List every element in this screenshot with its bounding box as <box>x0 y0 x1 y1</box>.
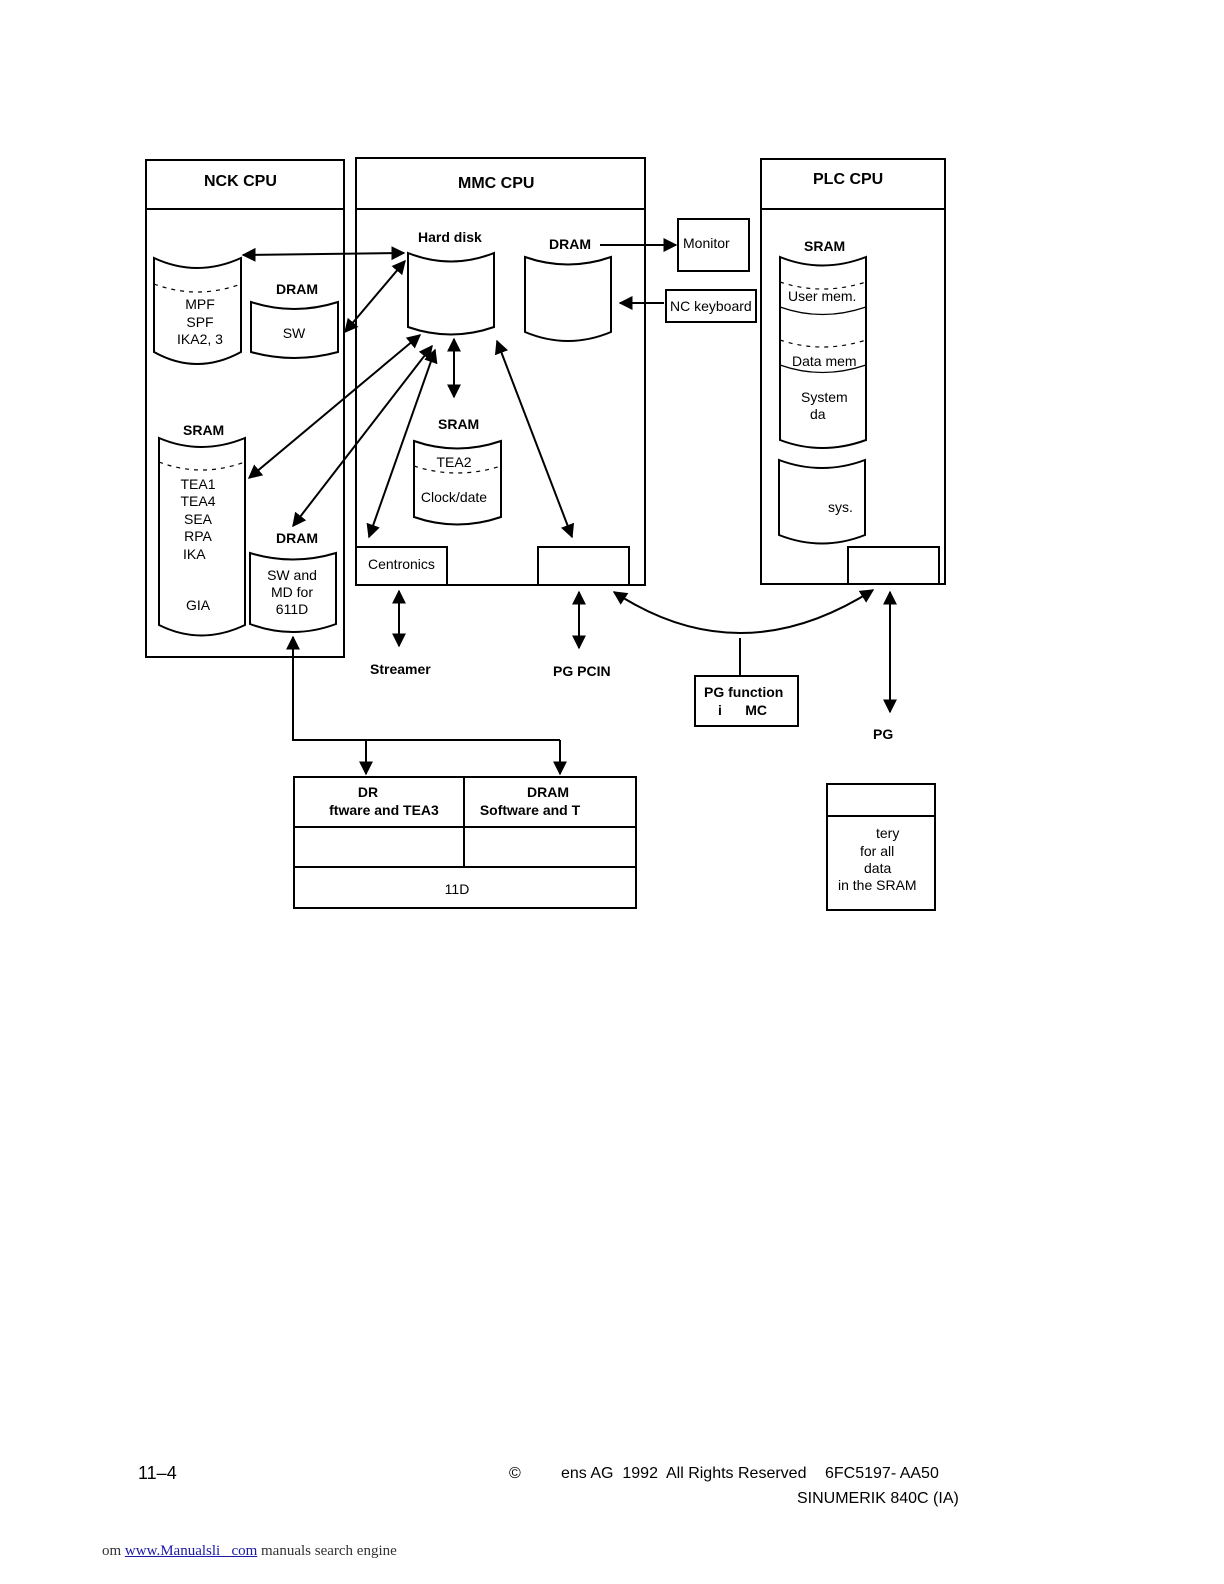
nck-sram-line-1: TEA1 <box>180 476 216 492</box>
plc-sram-cylinder <box>779 255 867 449</box>
plc-cpu-box <box>760 158 946 585</box>
nck-storage-line-2: SPF <box>186 314 214 330</box>
pg-pcin-label: PG PCIN <box>553 663 611 679</box>
monitor-label: Monitor <box>683 235 730 251</box>
order-number: 6FC5197- AA50 <box>825 1465 939 1482</box>
hard-disk-title: Hard disk <box>418 229 482 245</box>
nck-sram-cylinder <box>158 436 246 637</box>
plc-interface-box <box>847 546 940 585</box>
centronics-label: Centronics <box>368 556 435 572</box>
battery-box <box>826 783 936 911</box>
nck-dram1-title: DRAM <box>276 281 318 297</box>
nck-dram2-line-2: MD for <box>271 584 313 600</box>
mmc-sram-top: TEA2 <box>436 454 472 470</box>
mmc-cpu-title: MMC CPU <box>458 175 535 192</box>
mmc-dram-cylinder <box>524 255 612 342</box>
streamer-label: Streamer <box>370 661 431 677</box>
nck-sram-line-3: SEA <box>183 511 212 527</box>
drive-col1-line-2: ftware and TEA3 <box>329 802 439 818</box>
source-line: om www.Manualsli com manuals search engi… <box>102 1543 397 1560</box>
product-name: SINUMERIK 840C (IA) <box>797 1490 959 1507</box>
nck-sram-line-2: TEA4 <box>180 493 216 509</box>
copyright-symbol: © <box>509 1465 521 1482</box>
plc-sys-label: sys. <box>828 499 853 515</box>
plc-sys-cylinder <box>778 458 866 545</box>
nck-storage-line-3: IKA2, 3 <box>177 331 223 347</box>
nc-keyboard-box <box>665 289 757 323</box>
centronics-box <box>355 546 448 586</box>
plc-cpu-title: PLC CPU <box>813 171 884 188</box>
pg-function-line-1: PG function <box>704 684 784 700</box>
drive-bottom-label: 11D <box>444 881 470 897</box>
nck-dram2-line-1: SW and <box>267 567 317 583</box>
plc-system-line-1: System <box>801 389 848 405</box>
page-number: 11–4 <box>138 1463 177 1483</box>
nck-sram-title: SRAM <box>183 422 225 438</box>
pg-function-line-2: i MC <box>718 702 767 718</box>
pg-function-arc <box>612 589 875 634</box>
plc-user-mem: User mem. <box>788 288 857 304</box>
battery-line-3: data <box>864 860 892 876</box>
drive-col2-line-2: Software and T <box>479 802 581 818</box>
nc-keyboard-label: NC keyboard <box>670 298 752 314</box>
monitor-box <box>677 218 750 272</box>
nck-sram-gia: GIA <box>185 597 211 613</box>
mmc-interface-box <box>537 546 630 586</box>
nck-dram-611d-cylinder <box>249 551 337 633</box>
battery-line-4: in the SRAM <box>838 877 917 893</box>
hard-disk-cylinder <box>407 251 495 336</box>
mmc-sram-bottom: Clock/date <box>420 489 488 505</box>
nck-dram1-label: SW <box>282 325 306 341</box>
nck-sram-line-4: RPA <box>184 528 212 544</box>
drive-col1-line-1: DR <box>357 784 379 800</box>
source-suffix: manuals search engine <box>261 1543 397 1559</box>
mmc-sram-title: SRAM <box>438 416 480 432</box>
nck-cpu-title: NCK CPU <box>204 173 277 190</box>
manualslib-link[interactable]: www.Manualsli com <box>124 1543 258 1559</box>
battery-line-1: tery <box>876 825 900 841</box>
plc-system-line-2: da <box>810 406 826 422</box>
drive-col2-line-1: DRAM <box>527 784 569 800</box>
mmc-cpu-box <box>355 157 646 586</box>
nck-sram-line-5: IKA <box>183 546 206 562</box>
nck-storage-cylinder <box>153 256 242 365</box>
pg-function-box <box>694 675 799 727</box>
nck-dram2-line-3: 611D <box>275 601 309 617</box>
source-prefix: om <box>102 1543 122 1559</box>
plc-sram-title: SRAM <box>804 238 846 254</box>
nck-dram2-title: DRAM <box>276 530 318 546</box>
battery-line-2: for all <box>860 843 895 859</box>
pg-label: PG <box>873 726 894 742</box>
copyright-text: ens AG 1992 All Rights Reserved <box>561 1465 807 1482</box>
mmc-dram-title: DRAM <box>549 236 591 252</box>
nck-storage-line-1: MPF <box>185 296 215 312</box>
plc-data-mem: Data mem <box>792 353 857 369</box>
